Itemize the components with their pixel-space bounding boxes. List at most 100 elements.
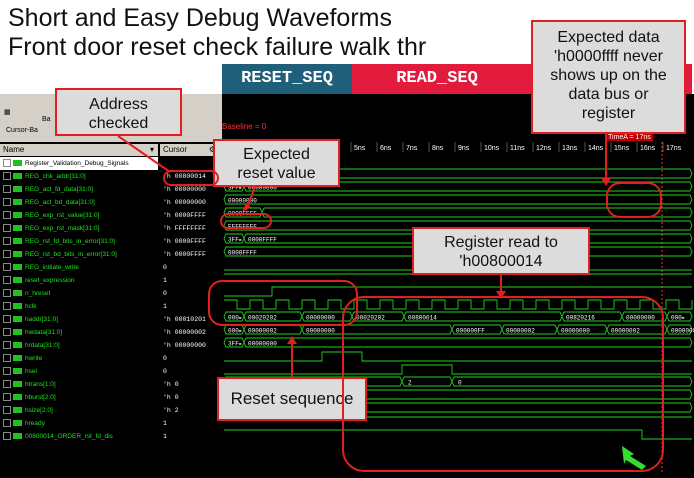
bus-segment bbox=[666, 324, 693, 335]
bus-segment bbox=[621, 311, 668, 322]
bus-segment bbox=[666, 311, 693, 322]
toolbar-icon[interactable]: ▦ bbox=[4, 109, 11, 116]
signal-cursor-value: 'h 2 bbox=[163, 407, 179, 414]
expand-toggle-icon[interactable] bbox=[3, 328, 11, 337]
signal-row-reg-rst-fd-bits-in-error-31-0[interactable]: REG_rst_fd_bits_in_error[31:0] bbox=[0, 235, 158, 248]
signal-icon bbox=[13, 342, 22, 349]
signal-row-hsel[interactable]: hsel bbox=[0, 365, 158, 378]
bus-segment bbox=[451, 324, 503, 335]
expand-toggle-icon[interactable] bbox=[3, 393, 11, 402]
name-column-header[interactable]: Name▾ bbox=[0, 144, 158, 156]
signal-row-reg-act-fd-data-31-0[interactable]: REG_act_fd_data[31:0] bbox=[0, 183, 158, 196]
bus-value-label: 000▸ bbox=[228, 315, 242, 322]
signal-row-reset-expression[interactable]: reset_expression bbox=[0, 274, 158, 287]
signal-cursor-value: 1 bbox=[163, 433, 167, 440]
signal-name: hsel bbox=[25, 368, 37, 375]
cursor-column-header[interactable]: Cursor⚙ bbox=[160, 144, 220, 156]
expand-toggle-icon[interactable] bbox=[3, 315, 11, 324]
signal-row-register-validation-debug-signals[interactable]: Register_Validation_Debug_Signals bbox=[0, 157, 158, 170]
bus-value-label: 00820216 bbox=[566, 315, 595, 322]
expected-data-highlight bbox=[606, 182, 662, 218]
signal-row-htrans-1-0[interactable]: htrans[1:0] bbox=[0, 378, 158, 391]
column-menu-icon[interactable]: ▾ bbox=[149, 145, 154, 154]
signal-row-hwrite[interactable]: hwrite bbox=[0, 352, 158, 365]
signal-name: REG_chk_addr[31:0] bbox=[25, 173, 86, 180]
slide-title-line1: Short and Easy Debug Waveforms bbox=[8, 4, 392, 32]
bus-segment bbox=[223, 246, 693, 257]
signal-cursor-value: 1 bbox=[163, 420, 167, 427]
baseline-label: Baseline = 0 bbox=[222, 122, 267, 131]
read-seq-phase-label: READ_SEQ bbox=[352, 64, 522, 94]
expand-toggle-icon[interactable] bbox=[3, 419, 11, 428]
time-tick-label: 11ns bbox=[510, 145, 525, 152]
signal-row-reg-initiate-write[interactable]: REG_initiate_write bbox=[0, 261, 158, 274]
signal-row-hclk[interactable]: hclk bbox=[0, 300, 158, 313]
expand-toggle-icon[interactable] bbox=[3, 159, 11, 168]
signal-icon bbox=[13, 329, 22, 336]
signal-name: hready bbox=[25, 420, 45, 427]
bus-segment bbox=[223, 233, 245, 244]
bus-segment bbox=[403, 311, 563, 322]
expand-toggle-icon[interactable] bbox=[3, 380, 11, 389]
wire-waveform bbox=[224, 429, 692, 440]
expand-toggle-icon[interactable] bbox=[3, 198, 11, 207]
bus-segment bbox=[451, 376, 693, 387]
signal-row-hburst-2-0[interactable]: hburst[2:0] bbox=[0, 391, 158, 404]
expand-toggle-icon[interactable] bbox=[3, 276, 11, 285]
signal-row-reg-exp-rst-mask-31-0[interactable]: REG_exp_rst_mask[31:0] bbox=[0, 222, 158, 235]
toolbar-item-ba[interactable]: Ba bbox=[42, 116, 51, 123]
bus-value-label: 00000000 bbox=[248, 185, 277, 192]
signal-row-reg-exp-rst-value-31-0[interactable]: REG_exp_rst_value[31:0] bbox=[0, 209, 158, 222]
expand-toggle-icon[interactable] bbox=[3, 185, 11, 194]
expand-toggle-icon[interactable] bbox=[3, 302, 11, 311]
address-checked-callout: Address checked bbox=[55, 88, 182, 136]
signal-row-hwdata-31-0[interactable]: hwdata[31:0] bbox=[0, 326, 158, 339]
toolbar-item-cursor-ba[interactable]: Cursor-Ba bbox=[6, 127, 38, 134]
signal-icon bbox=[13, 368, 22, 375]
callout-line: 'h00800014 bbox=[459, 253, 543, 270]
signal-name: hrdata[31:0] bbox=[25, 342, 60, 349]
signal-row-reg-rst-bd-bits-in-error-31-0[interactable]: REG_rst_bd_bits_in_error[31:0] bbox=[0, 248, 158, 261]
expand-toggle-icon[interactable] bbox=[3, 237, 11, 246]
expand-toggle-icon[interactable] bbox=[3, 211, 11, 220]
signal-row-reg-chk-addr-31-0[interactable]: REG_chk_addr[31:0] bbox=[0, 170, 158, 183]
expand-toggle-icon[interactable] bbox=[3, 172, 11, 181]
time-tick-label: 9ns bbox=[458, 145, 470, 152]
signal-row-00800014-order-rst-fd-dis[interactable]: 00800014_ORDER_rst_fd_dis bbox=[0, 430, 158, 443]
register-read-arrowhead bbox=[496, 291, 506, 299]
expand-toggle-icon[interactable] bbox=[3, 406, 11, 415]
callout-line: Address bbox=[89, 96, 148, 113]
bus-value-label: 00020202 bbox=[248, 315, 277, 322]
slide-title-line2: Front door reset check failure walk thr bbox=[8, 33, 427, 61]
signal-row-hready[interactable]: hready bbox=[0, 417, 158, 430]
signal-name: REG_rst_bd_bits_in_error[31:0] bbox=[25, 251, 117, 258]
signal-row-haddr-31-0[interactable]: haddr[31:0] bbox=[0, 313, 158, 326]
bus-value-label: 0000FFFF bbox=[248, 237, 277, 244]
expand-toggle-icon[interactable] bbox=[3, 250, 11, 259]
bus-segment bbox=[556, 324, 608, 335]
expected-arrowhead bbox=[242, 203, 251, 212]
signal-name: n_hreset bbox=[25, 290, 51, 297]
signal-icon bbox=[13, 420, 22, 427]
signal-cursor-value: 'h 00000002 bbox=[163, 329, 206, 336]
signal-name: hsize[2:0] bbox=[25, 407, 53, 414]
signal-name: REG_act_bd_data[31:0] bbox=[25, 199, 95, 206]
expand-toggle-icon[interactable] bbox=[3, 354, 11, 363]
expand-toggle-icon[interactable] bbox=[3, 224, 11, 233]
signal-row-reg-act-bd-data-31-0[interactable]: REG_act_bd_data[31:0] bbox=[0, 196, 158, 209]
signal-icon bbox=[13, 316, 22, 323]
expand-toggle-icon[interactable] bbox=[3, 367, 11, 376]
signal-row-hrdata-31-0[interactable]: hrdata[31:0] bbox=[0, 339, 158, 352]
expand-toggle-icon[interactable] bbox=[3, 432, 11, 441]
expand-toggle-icon[interactable] bbox=[3, 341, 11, 350]
signal-row-hsize-2-0[interactable]: hsize[2:0] bbox=[0, 404, 158, 417]
signal-icon bbox=[13, 277, 22, 284]
signal-icon bbox=[13, 381, 22, 388]
signal-cursor-value: 'h 00000000 bbox=[163, 199, 206, 206]
column-settings-icon[interactable]: ⚙ bbox=[209, 144, 216, 156]
expand-toggle-icon[interactable] bbox=[3, 263, 11, 272]
expand-toggle-icon[interactable] bbox=[3, 289, 11, 298]
signal-row-n-hreset[interactable]: n_hreset bbox=[0, 287, 158, 300]
signal-icon bbox=[13, 186, 22, 193]
signal-name: hwdata[31:0] bbox=[25, 329, 63, 336]
